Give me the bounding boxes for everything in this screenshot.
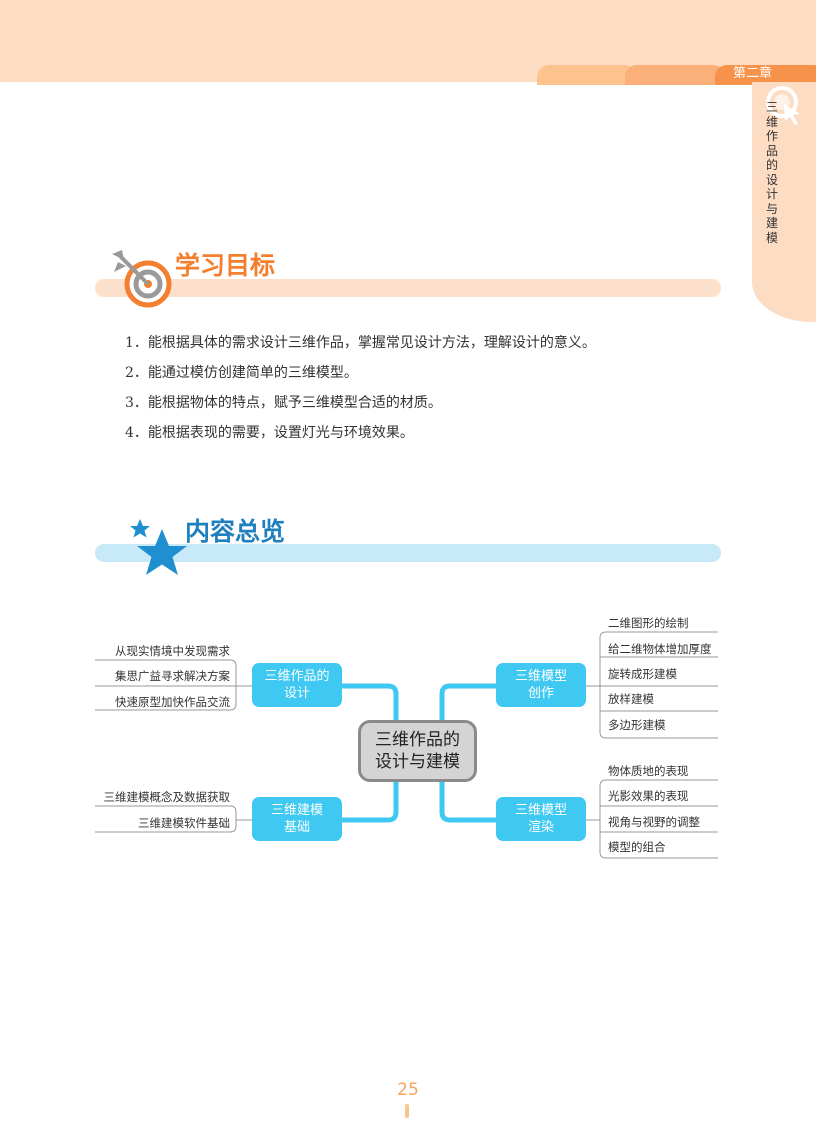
section-title-goals: 学习目标 (175, 251, 276, 280)
goal-item: 1．能根据具体的需求设计三维作品，掌握常见设计方法，理解设计的意义。 (125, 335, 596, 351)
side-panel (752, 82, 816, 322)
branch-node-design: 三维作品的设计 (252, 663, 342, 707)
goal-item: 4．能根据表现的需要，设置灯光与环境效果。 (125, 425, 414, 441)
leaf-item: 集思广益寻求解决方案 (115, 669, 230, 683)
page-number: 25 (397, 1080, 419, 1100)
node-line: 渲染 (527, 820, 554, 835)
center-line: 三维作品的 (375, 730, 460, 750)
star-icon (130, 519, 187, 575)
header-tab (625, 65, 725, 85)
chapter-vertical-title: 三维作品的设计与建模 (766, 100, 779, 245)
leaf-item: 快速原型加快作品交流 (115, 695, 230, 709)
branch-node-basics: 三维建模基础 (252, 797, 342, 841)
leaf-item: 模型的组合 (608, 840, 666, 854)
page-number-mark (405, 1104, 409, 1118)
node-line: 设计 (283, 686, 310, 701)
leaf-item: 二维图形的绘制 (608, 616, 689, 630)
section-title-overview: 内容总览 (185, 517, 286, 546)
node-line: 基础 (283, 820, 310, 835)
leaf-item: 视角与视野的调整 (608, 815, 700, 829)
goal-item: 2．能通过模仿创建简单的三维模型。 (125, 365, 358, 381)
leaf-item: 从现实情境中发现需求 (115, 644, 230, 658)
section-bar (95, 544, 721, 562)
leaf-item: 给二维物体增加厚度 (608, 642, 712, 656)
cursor-click-icon (766, 86, 800, 125)
leaf-item: 三维建模概念及数据获取 (103, 790, 231, 804)
leaf-item: 旋转成形建模 (608, 667, 677, 681)
mindmap-center-node: 三维作品的设计与建模 (358, 720, 477, 782)
node-line: 三维模型 (514, 669, 567, 684)
branch-node-render: 三维模型渲染 (496, 797, 586, 841)
header-tab (537, 65, 637, 85)
section-bar (95, 279, 721, 297)
leaf-item: 三维建模软件基础 (138, 816, 230, 830)
leaf-item: 物体质地的表现 (608, 764, 689, 778)
target-icon (112, 250, 172, 308)
center-line: 设计与建模 (375, 752, 460, 772)
leaf-item: 光影效果的表现 (608, 789, 689, 803)
chapter-tab: 第二章 (715, 65, 816, 85)
node-line: 三维建模 (270, 803, 323, 818)
branch-node-creation: 三维模型创作 (496, 663, 586, 707)
node-line: 三维作品的 (264, 669, 330, 684)
node-line: 三维模型 (514, 803, 567, 818)
goal-item: 3．能根据物体的特点，赋予三维模型合适的材质。 (125, 395, 442, 411)
node-line: 创作 (527, 686, 554, 701)
leaf-item: 多边形建模 (608, 718, 666, 732)
leaf-item: 放样建模 (608, 692, 654, 706)
